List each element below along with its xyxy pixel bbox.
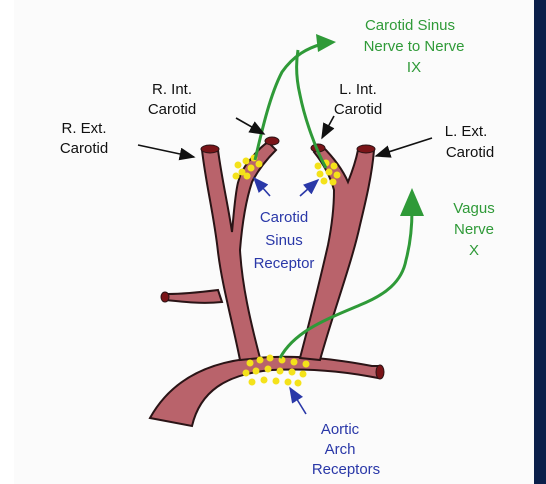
carotid-receptor-pointer-left <box>300 180 318 196</box>
right-side-branch <box>166 290 222 303</box>
label-line: Sinus <box>265 232 303 249</box>
vagus-nerve-arrowhead <box>400 188 424 216</box>
carotid-sinus-nerve-arrowhead <box>316 34 336 52</box>
vagus-nerve-label: Vagus Nerve X <box>453 200 494 259</box>
label-line: Receptors <box>312 461 380 478</box>
label-line: Nerve to Nerve <box>364 38 465 55</box>
r-int-carotid-pointer <box>236 118 264 134</box>
label-line: Carotid <box>148 101 196 118</box>
r-int-carotid-label: R. Int. Carotid <box>148 81 196 118</box>
label-line: Carotid <box>446 144 494 161</box>
label-line: X <box>469 242 479 259</box>
label-line: Carotid <box>60 140 108 157</box>
carotid-sinus-receptor-label: Carotid Sinus Receptor <box>254 209 315 272</box>
label-line: R. Int. <box>152 81 192 98</box>
aortic-arch-end-cap <box>376 365 384 379</box>
right-branch-cap <box>161 292 169 302</box>
l-ext-carotid-pointer <box>376 138 432 156</box>
r-ext-carotid-label: R. Ext. Carotid <box>60 120 108 157</box>
carotid-receptor-pointer-right <box>254 178 270 196</box>
r-ext-carotid-cap <box>201 145 219 153</box>
label-line: Nerve <box>454 221 494 238</box>
label-line: Aortic <box>321 421 360 438</box>
r-ext-carotid-pointer <box>138 145 194 157</box>
label-line: Vagus <box>453 200 494 217</box>
label-line: Carotid Sinus <box>365 17 455 34</box>
l-ext-carotid-label: L. Ext. Carotid <box>445 123 494 161</box>
label-line: Receptor <box>254 255 315 272</box>
label-line: Carotid <box>260 209 308 226</box>
carotid-sinus-nerve-label: Carotid Sinus Nerve to Nerve IX <box>364 17 465 76</box>
l-int-carotid-label: L. Int. Carotid <box>334 81 382 118</box>
label-line: L. Int. <box>339 81 377 98</box>
aortic-arch-receptor-label: Aortic Arch Receptors <box>312 421 380 478</box>
l-int-carotid-pointer <box>322 116 334 138</box>
label-line: Carotid <box>334 101 382 118</box>
label-line: IX <box>407 59 421 76</box>
label-line: L. Ext. <box>445 123 488 140</box>
aortic-receptor-pointer <box>290 388 306 414</box>
l-ext-carotid-cap <box>357 145 375 153</box>
r-int-carotid-cap <box>265 137 279 145</box>
label-line: R. Ext. <box>61 120 106 137</box>
label-line: Arch <box>325 441 356 458</box>
